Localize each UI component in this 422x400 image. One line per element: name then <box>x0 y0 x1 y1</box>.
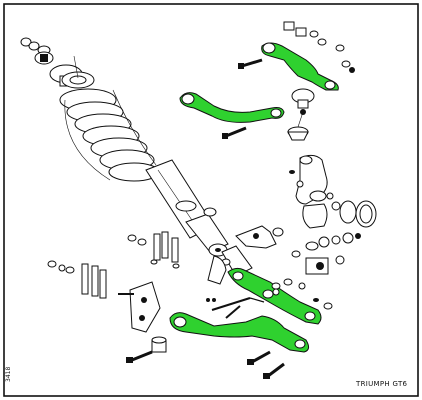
lower-wishbone-rear-arm-icon <box>169 312 310 353</box>
lower-bush-icon <box>151 336 167 353</box>
steering-arm-bracket-icon <box>207 225 284 285</box>
upper-bush-icon <box>283 21 355 73</box>
ball-joint-icon <box>287 88 315 141</box>
upper-bolt-icon <box>222 58 263 139</box>
mounting-bracket-icon <box>118 281 161 333</box>
reference-code: 3418 <box>5 366 12 382</box>
spring-top-mount-icon <box>20 37 95 89</box>
trunnion-icon <box>291 232 361 275</box>
drawing-border <box>3 3 419 397</box>
coil-spring-icon <box>59 88 160 182</box>
bush-set-icon <box>47 231 180 299</box>
hub-seal-icon <box>326 192 377 228</box>
upper-wishbone-rear-arm-icon <box>261 42 339 91</box>
lower-wishbone-arm-icon <box>227 267 322 325</box>
upper-wishbone-front-arm-icon <box>179 92 285 123</box>
lower-link-rod-icon <box>206 288 280 312</box>
shock-absorber-icon <box>145 159 229 257</box>
figure-caption: TRIUMPH GT6 <box>356 380 408 388</box>
lower-bolt-icon <box>126 305 285 379</box>
vertical-link-icon <box>289 154 328 229</box>
washer-set-icon <box>271 278 333 310</box>
